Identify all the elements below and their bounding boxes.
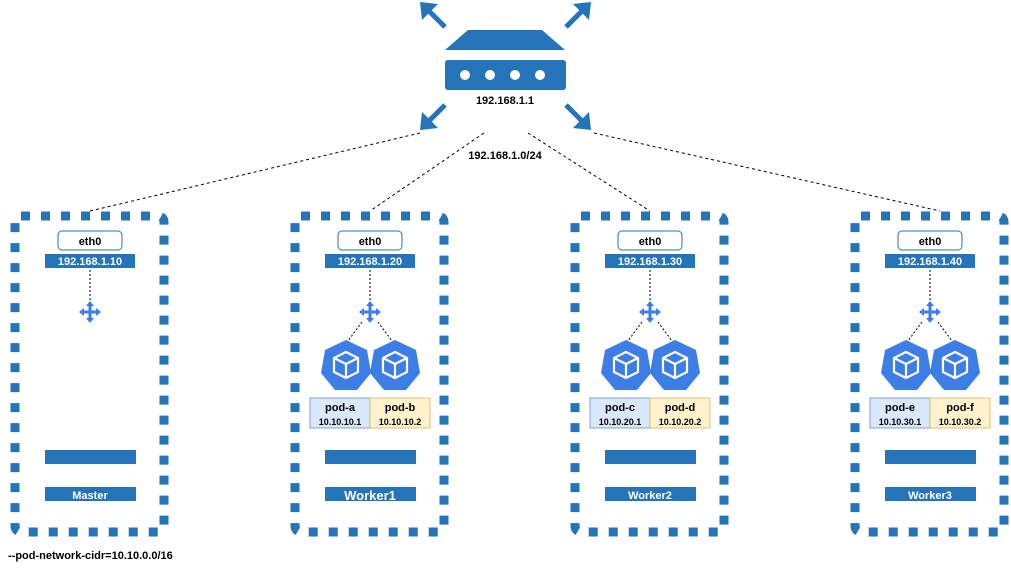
- node-ip: 192.168.1.30: [618, 256, 682, 268]
- arrow-top-left-icon: [420, 2, 447, 29]
- node-ip: 192.168.1.20: [338, 256, 402, 268]
- router: 192.168.1.1 192.168.1.0/24: [420, 2, 591, 162]
- pod-link: [377, 321, 396, 346]
- pod-label-box: [369, 397, 431, 429]
- arrow-top-right-icon: [564, 2, 591, 29]
- node-worker3: eth0 192.168.1.40 pod-e 10.10.30.1 pod-f…: [850, 211, 1009, 537]
- node-worker2: eth0 192.168.1.30 pod-c 10.10.20.1 pod-d…: [570, 211, 729, 537]
- pod-cube-icon: [650, 340, 700, 390]
- pod-label-box: [649, 397, 711, 429]
- pod-link: [657, 321, 676, 346]
- eth0-label: eth0: [79, 236, 102, 248]
- eth0-box: [57, 230, 123, 251]
- network-switch-icon: [79, 301, 101, 323]
- pod-name: pod-d: [665, 402, 696, 414]
- pod-link: [937, 321, 956, 346]
- node-frame: [570, 211, 729, 537]
- pod-name: pod-c: [605, 402, 635, 414]
- link-worker2: [527, 132, 651, 212]
- node-ip: 192.168.1.10: [58, 256, 122, 268]
- node-name: Master: [72, 490, 108, 502]
- pod-cube-icon: [321, 340, 371, 390]
- pod-ip: 10.10.10.1: [319, 417, 362, 427]
- node-ip: 192.168.1.40: [898, 256, 962, 268]
- eth0-label: eth0: [639, 236, 662, 248]
- network-switch-icon: [639, 301, 661, 323]
- router-icon: [445, 30, 566, 90]
- pod-link: [904, 321, 923, 346]
- node-bar: [45, 450, 136, 464]
- pod-link: [624, 321, 643, 346]
- pod-name: pod-f: [946, 402, 974, 414]
- node-name-bar: [885, 487, 976, 501]
- link-worker3: [593, 132, 941, 212]
- arrow-bottom-left-icon: [420, 103, 447, 130]
- pod-ip: 10.10.30.2: [939, 417, 982, 427]
- node-bar: [605, 450, 696, 464]
- arrow-bottom-right-icon: [564, 103, 591, 130]
- pod-name: pod-b: [385, 402, 416, 414]
- pod-cube-icon: [881, 340, 931, 390]
- network-switch-icon: [359, 301, 381, 323]
- eth0-label: eth0: [919, 236, 942, 248]
- subnet-label: 192.168.1.0/24: [468, 150, 542, 162]
- node-frame: [290, 211, 449, 537]
- pod-link: [344, 321, 363, 346]
- eth0-label: eth0: [359, 236, 382, 248]
- node-ip-bar: [605, 254, 695, 268]
- node-frame: [10, 211, 169, 537]
- pod-ip: 10.10.20.1: [599, 417, 642, 427]
- link-master: [89, 132, 421, 212]
- pod-ip: 10.10.30.1: [879, 417, 922, 427]
- pod-network-cidr-note: --pod-network-cidr=10.10.0.0/16: [8, 550, 173, 562]
- node-bar: [885, 450, 976, 464]
- node-name: Worker1: [344, 488, 396, 503]
- eth0-box: [337, 230, 403, 251]
- node-ip-bar: [45, 254, 135, 268]
- pod-ip: 10.10.20.2: [659, 417, 702, 427]
- pod-label-box: [589, 397, 651, 429]
- pod-cube-icon: [930, 340, 980, 390]
- node-name-bar: [45, 487, 136, 501]
- node-bar: [325, 450, 416, 464]
- node-name: Worker2: [628, 490, 672, 502]
- eth0-box: [897, 230, 963, 251]
- eth0-box: [617, 230, 683, 251]
- node-ip-bar: [325, 254, 415, 268]
- node-name: Worker3: [908, 490, 952, 502]
- pod-label-box: [309, 397, 371, 429]
- pod-cube-icon: [601, 340, 651, 390]
- router-ip: 192.168.1.1: [476, 95, 534, 107]
- connections: [89, 132, 941, 212]
- pod-ip: 10.10.10.2: [379, 417, 422, 427]
- network-switch-icon: [919, 301, 941, 323]
- node-name-bar: [325, 487, 416, 501]
- router-arrows: [420, 2, 591, 130]
- link-worker1: [369, 132, 485, 212]
- node-frame: [850, 211, 1009, 537]
- node-ip-bar: [885, 254, 975, 268]
- node-master: eth0 192.168.1.10 Master: [10, 211, 169, 537]
- pod-label-box: [929, 397, 991, 429]
- pod-name: pod-a: [325, 402, 356, 414]
- pod-name: pod-e: [885, 402, 915, 414]
- node-name-bar: [605, 487, 696, 501]
- node-worker1: eth0 192.168.1.20 pod-a 10.10.10.1 pod-b…: [290, 211, 449, 537]
- pod-cube-icon: [370, 340, 420, 390]
